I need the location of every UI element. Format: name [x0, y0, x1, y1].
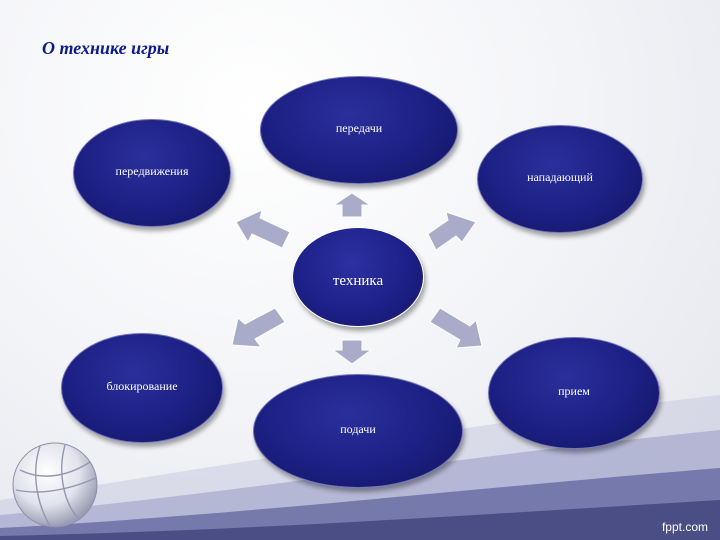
- arrow-up-right-icon: [427, 211, 477, 251]
- node-top-left-label: передвижения: [115, 163, 189, 178]
- node-bottom-left: блокирование: [61, 333, 223, 443]
- node-center-label: техника: [332, 272, 384, 289]
- watermark: fppt.com: [661, 520, 708, 534]
- node-bottom-label: подачи: [340, 421, 376, 436]
- arrow-down-right-icon: [429, 307, 483, 349]
- volleyball-icon: [12, 442, 98, 528]
- arrow-up-left-icon: [235, 209, 291, 249]
- node-bottom-left-label: блокирование: [106, 378, 178, 393]
- arrow-up-icon: [332, 192, 372, 218]
- node-center: техника: [292, 227, 424, 327]
- node-top-right-label: нападающий: [527, 169, 593, 184]
- arrow-down-left-icon: [231, 307, 286, 348]
- node-bottom-right: прием: [488, 337, 660, 449]
- node-bottom: подачи: [253, 374, 463, 488]
- slide-title: О технике игры: [42, 38, 170, 58]
- node-top-right: нападающий: [477, 125, 643, 233]
- node-top: передачи: [260, 76, 458, 184]
- node-top-label: передачи: [335, 120, 383, 135]
- node-top-left: передвижения: [73, 119, 231, 227]
- node-bottom-right-label: прием: [558, 383, 590, 398]
- arrow-down-icon: [331, 339, 373, 365]
